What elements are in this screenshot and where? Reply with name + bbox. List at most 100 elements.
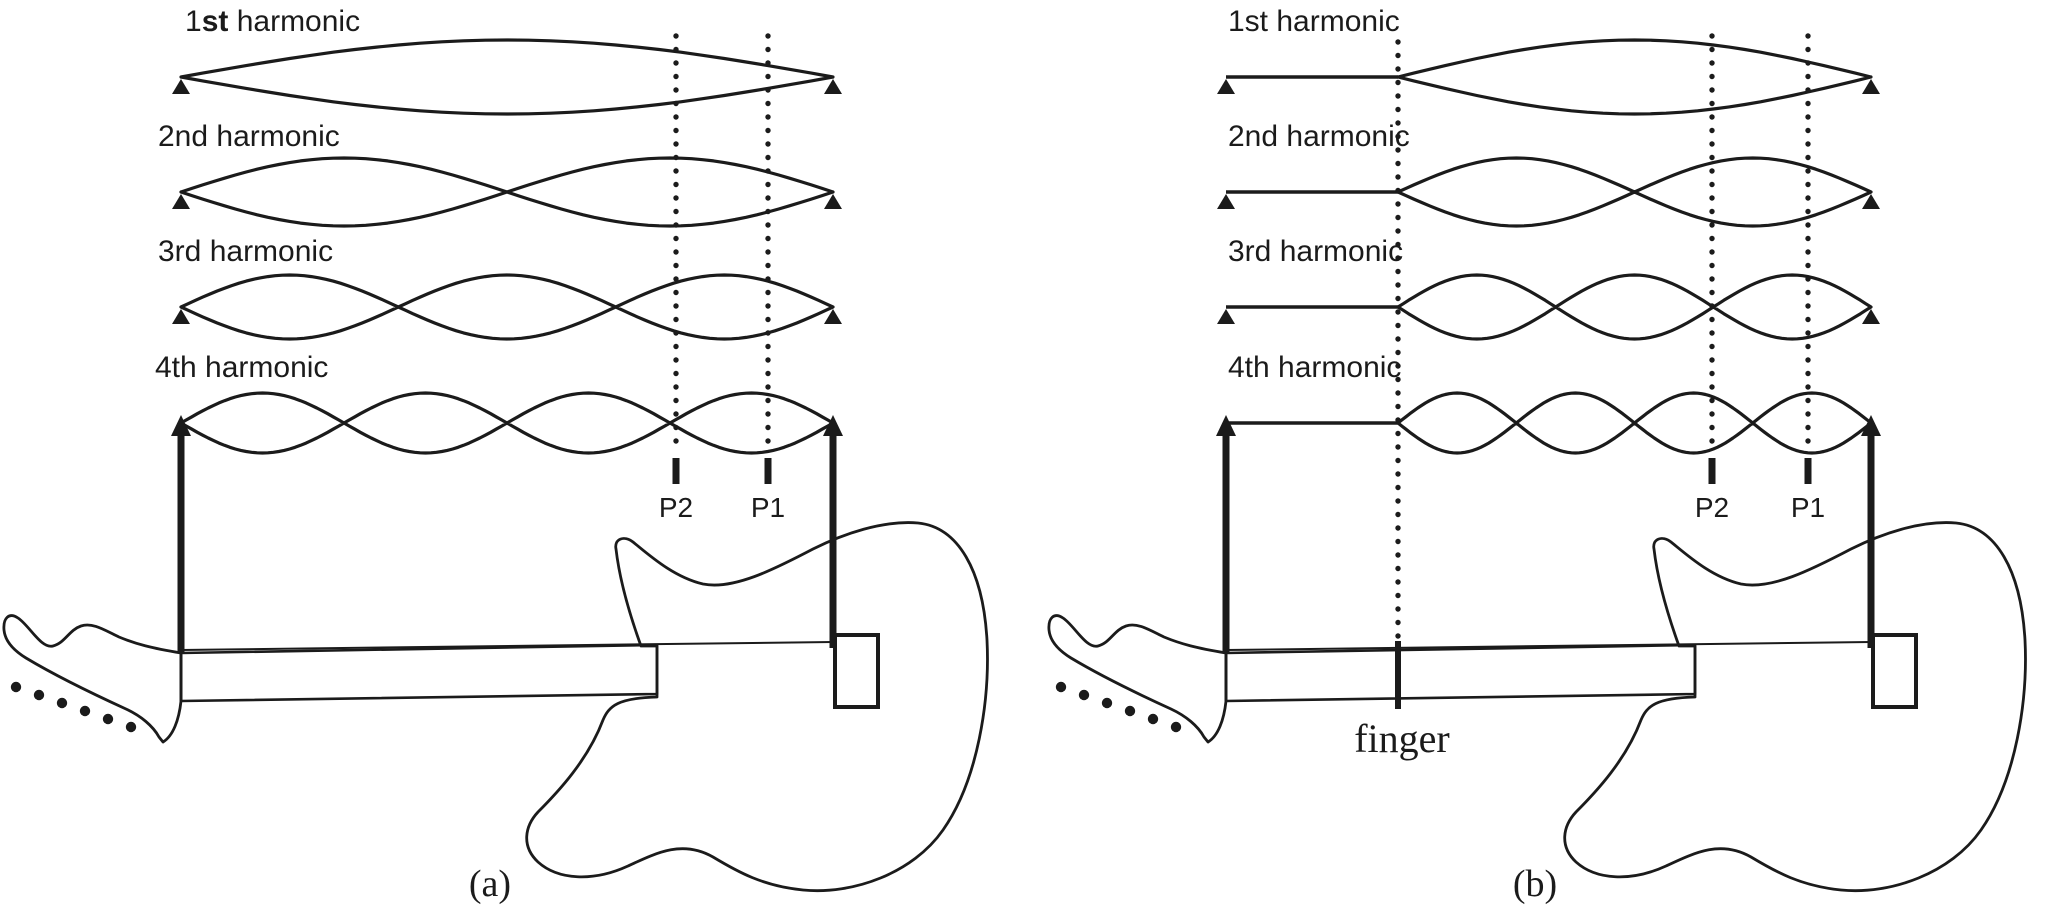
pickup-line-a-P1-dot	[765, 222, 771, 228]
pickup-line-a-P2-dot	[673, 330, 679, 336]
pickup-line-a-P2-dot	[673, 222, 679, 228]
pickup-line-b-P1-dot	[1805, 114, 1811, 120]
pickup-line-a-P2-dot	[673, 168, 679, 174]
pickup-line-b-P2-dot	[1709, 303, 1715, 309]
finger-line-b-dot	[1395, 174, 1401, 180]
finger-line-b-dot	[1395, 201, 1401, 207]
left-anchor-triangle-b-3	[1217, 309, 1235, 324]
pickup-line-b-P1-dot	[1805, 303, 1811, 309]
finger-line-b-dot	[1395, 282, 1401, 288]
bridge-arrow-b-bar	[1867, 433, 1875, 648]
pickup-line-b-P1-dot	[1805, 100, 1811, 107]
finger-line-b-dot	[1395, 525, 1401, 531]
pickup-label-b-P1: P1	[1791, 492, 1825, 523]
finger-line-b-dot	[1395, 106, 1401, 113]
finger-line-b-dot	[1395, 606, 1401, 612]
pickup-line-a-P2-dot	[673, 181, 679, 188]
pickup-line-b-P1-dot	[1805, 87, 1811, 93]
pickup-line-a-P1-dot	[765, 316, 771, 323]
harmonic-wave-a-2	[179, 156, 835, 228]
pickup-line-b-P2-dot	[1709, 370, 1715, 377]
pickup-line-b-P1-dot	[1805, 276, 1811, 282]
harmonic-label-a-2: 2nd harmonic	[158, 120, 340, 153]
guitar-bridge-a	[833, 633, 880, 709]
pickup-line-a-P1-dot	[765, 384, 771, 390]
pickup-line-b-P1-dot	[1805, 343, 1811, 350]
pickup-line-b-P1-dot	[1805, 357, 1811, 363]
pickup-line-a-P2-dot	[673, 33, 679, 39]
pickup-line-a-P1-dot	[765, 249, 771, 255]
pickup-line-a-P1-dot	[765, 168, 771, 174]
finger-line-b-dot	[1395, 565, 1401, 572]
pickup-line-b-P1-dot	[1805, 208, 1811, 215]
harmonic-label-b-2: 2nd harmonic	[1228, 120, 1410, 153]
finger-line-b-dot	[1395, 471, 1401, 477]
pickup-mark-b-P2	[1708, 458, 1716, 484]
pickup-line-a-P2-dot	[673, 424, 679, 431]
pickup-line-a-P2-dot	[673, 208, 679, 215]
pickup-mark-a-P1	[764, 458, 772, 484]
pickup-line-a-P1-dot	[765, 100, 771, 107]
finger-line-b-dot	[1395, 66, 1401, 72]
finger-line-b-dot	[1395, 79, 1401, 86]
harmonic-label-a-1: 1st harmonic	[185, 5, 360, 38]
pickup-line-b-P2	[1709, 33, 1715, 444]
finger-line-b-dot	[1395, 241, 1401, 248]
harmonic-label-b-3: 3rd harmonic	[1228, 235, 1403, 268]
pickup-line-b-P1-dot	[1805, 438, 1811, 444]
pickup-line-a-P1-dot	[765, 330, 771, 336]
pickup-line-b-P1-dot	[1805, 127, 1811, 134]
pickup-mark-b-P1	[1804, 458, 1812, 484]
pickup-label-a-P1: P1	[751, 492, 785, 523]
pickup-line-b-P2-dot	[1709, 100, 1715, 107]
pickup-line-b-P2-dot	[1709, 222, 1715, 228]
tuning-peg-dot-b	[1170, 721, 1182, 733]
pickup-line-a-P1-dot	[765, 195, 771, 201]
tuning-peg-dot-a	[10, 681, 22, 693]
left-anchor-triangle-a-3	[172, 309, 190, 324]
right-anchor-triangle-a-1	[824, 79, 842, 94]
pickup-line-a-P2-dot	[673, 141, 679, 147]
pickup-line-b-P2-dot	[1709, 438, 1715, 444]
pickup-line-a-P2-dot	[673, 357, 679, 363]
pickup-line-b-P1-dot	[1805, 384, 1811, 390]
pickup-line-b-P1-dot	[1805, 73, 1811, 80]
string-line-a	[180, 641, 834, 651]
right-anchor-triangle-b-3	[1862, 309, 1880, 324]
harmonic-wave-a-3	[179, 273, 835, 341]
right-anchor-triangle-b-1	[1862, 79, 1880, 94]
pickup-line-a-P1-dot	[765, 397, 771, 404]
finger-line-b-dot	[1395, 511, 1401, 518]
pickup-line-b-P2-dot	[1709, 343, 1715, 350]
pickup-line-a-P1-dot	[765, 114, 771, 120]
finger-line-b-dot	[1395, 39, 1401, 45]
pickup-line-a-P2-dot	[673, 303, 679, 309]
tuning-peg-dot-a	[56, 697, 68, 709]
pickup-line-a-P1-dot	[765, 46, 771, 53]
pickup-line-b-P1-dot	[1805, 411, 1811, 417]
tuning-peg-dot-b	[1124, 705, 1136, 717]
pickup-line-a-P1-dot	[765, 87, 771, 93]
pickup-line-a-P2-dot	[673, 73, 679, 80]
pickup-line-a-P1-dot	[765, 127, 771, 134]
pickup-line-a-P2-dot	[673, 397, 679, 404]
finger-line-b-dot	[1395, 268, 1401, 275]
guitar-body-a	[525, 521, 989, 893]
pickup-line-a-P1-dot	[765, 181, 771, 188]
finger-line-b-dot	[1395, 484, 1401, 491]
pickup-line-b-P1-dot	[1805, 33, 1811, 39]
tuning-peg-dot-a	[125, 721, 137, 733]
finger-line-b-dot	[1395, 444, 1401, 450]
pickup-line-a-P2-dot	[673, 289, 679, 296]
pickup-line-b-P2-dot	[1709, 141, 1715, 147]
pickup-line-a-P2-dot	[673, 370, 679, 377]
pickup-line-b-P2-dot	[1709, 330, 1715, 336]
pickup-line-b-P2-dot	[1709, 168, 1715, 174]
tuning-peg-dot-b	[1147, 713, 1159, 725]
pickup-line-b-P1-dot	[1805, 316, 1811, 323]
finger-line-b-dot	[1395, 403, 1401, 410]
pickup-line-a-P2-dot	[673, 154, 679, 161]
harmonic-wave-b-2	[1396, 156, 1873, 228]
harmonic-wave-b-3	[1396, 273, 1873, 341]
pickup-line-a-P1-dot	[765, 276, 771, 282]
